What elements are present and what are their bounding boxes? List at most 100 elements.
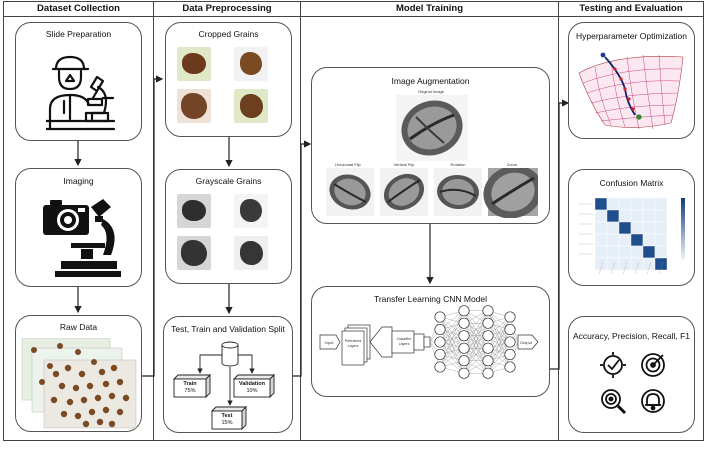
arrow-raw-to-cropped [142, 75, 164, 377]
matrix-cell-diagonal [594, 197, 608, 211]
neural-network-layers [429, 305, 519, 379]
column-header-testing: Testing and Evaluation [558, 1, 704, 17]
pretrained-layers-label: Pretrained Layers [344, 339, 362, 348]
column-header-preprocessing: Data Preprocessing [153, 1, 301, 17]
nn-node [458, 367, 470, 379]
raw-data-box: Raw Data [15, 315, 142, 432]
matrix-cell-diagonal [630, 233, 644, 247]
nn-edge [439, 310, 465, 343]
nn-edge [463, 310, 489, 336]
matrix-cell [594, 245, 608, 259]
raw-data-image-stack [21, 338, 137, 429]
train-percent: 75% [184, 388, 196, 394]
grayscale-grains-box: Grayscale Grains [165, 169, 292, 284]
nn-node [482, 355, 494, 367]
confusion-matrix-title: Confusion Matrix [599, 178, 664, 188]
matrix-cell [594, 209, 608, 223]
camera-microscope-icon [43, 199, 121, 277]
nn-edge [487, 341, 511, 374]
validation-percent: 10% [246, 388, 258, 394]
augmentation-box: Image Augmentation Original Image Horizo… [311, 67, 550, 224]
augmented-images-row [326, 168, 538, 218]
nn-edge [439, 323, 465, 368]
cnn-model-title: Transfer Learning CNN Model [373, 294, 488, 304]
validation-label: Validation [239, 381, 265, 387]
nn-edge [463, 335, 489, 374]
cropped-grains-title: Cropped Grains [198, 29, 259, 39]
matrix-cell [642, 233, 656, 247]
matrix-cell [606, 233, 620, 247]
matrix-cell [618, 233, 632, 247]
confusion-matrix-chart [579, 197, 685, 275]
nn-edge [463, 310, 489, 349]
matrix-cell-diagonal [654, 257, 668, 271]
matrix-cell [642, 209, 656, 223]
slide-preparation-box: Slide Preparation [15, 22, 142, 141]
matrix-cell [618, 197, 632, 211]
test-block: Test 15% [212, 413, 242, 427]
nn-edge [487, 316, 511, 361]
matrix-cell [642, 221, 656, 235]
cnn-output-label: Output [519, 340, 532, 345]
arrow-split-to-augmentation [292, 140, 312, 377]
test-percent: 15% [221, 420, 233, 426]
matrix-cell [606, 197, 620, 211]
nn-node [504, 361, 516, 373]
matrix-cell [642, 197, 656, 211]
grain-image [234, 236, 268, 270]
nn-node [482, 305, 494, 317]
matrix-cell [630, 209, 644, 223]
metrics-box: Accuracy, Precision, Recall, F1 [568, 316, 695, 433]
nn-edge [439, 335, 465, 368]
matrix-cell-diagonal [618, 221, 632, 235]
split-diagram [172, 341, 276, 431]
nn-node [504, 323, 516, 336]
nn-node [504, 311, 516, 323]
scientist-microscope-icon [46, 55, 116, 131]
nn-node [458, 342, 470, 354]
nn-node [458, 305, 470, 317]
rotation-label: Rotation [450, 162, 466, 167]
nn-node [458, 317, 470, 329]
matrix-cell [630, 197, 644, 211]
arrow-cnn-to-testing [550, 99, 570, 370]
classifier-layers-label: Classifier Layers [396, 337, 412, 346]
nn-node [434, 323, 446, 336]
column-header-dataset: Dataset Collection [3, 1, 154, 17]
nn-node [458, 330, 470, 342]
grain-image [234, 194, 268, 228]
grain-image [177, 236, 211, 270]
cropped-grains-box: Cropped Grains [165, 22, 292, 137]
matrix-cell [654, 245, 668, 259]
grain-image [234, 47, 268, 81]
validation-block: Validation 10% [234, 381, 270, 395]
f1-bell-target-icon [641, 389, 665, 413]
nn-node [458, 355, 470, 367]
nn-node [482, 317, 494, 329]
original-pollen-image [396, 95, 468, 161]
cnn-input-label: Input [324, 340, 334, 345]
matrix-cell [654, 233, 668, 247]
zoom-label: Zoom [506, 162, 518, 167]
matrix-cell [630, 245, 644, 259]
accuracy-target-icon [600, 352, 626, 378]
imaging-box: Imaging [15, 168, 142, 287]
diagram-frame [3, 1, 704, 441]
nn-node [482, 330, 494, 342]
nn-node [434, 348, 446, 361]
confusion-matrix-box: Confusion Matrix [568, 169, 695, 286]
augmentation-title: Image Augmentation [391, 76, 470, 86]
grain-image [234, 89, 268, 123]
split-title: Test, Train and Validation Split [171, 324, 285, 334]
test-label: Test [221, 413, 233, 419]
matrix-cell [618, 209, 632, 223]
colorbar [681, 198, 685, 260]
hyperparameter-box: Hyperparameter Optimization [568, 22, 695, 139]
cnn-architecture [319, 305, 539, 379]
raw-data-title: Raw Data [59, 322, 98, 332]
nn-edge [439, 310, 465, 355]
nn-nodes [434, 305, 516, 379]
grayscale-grains-title: Grayscale Grains [195, 176, 262, 186]
nn-node [482, 342, 494, 354]
